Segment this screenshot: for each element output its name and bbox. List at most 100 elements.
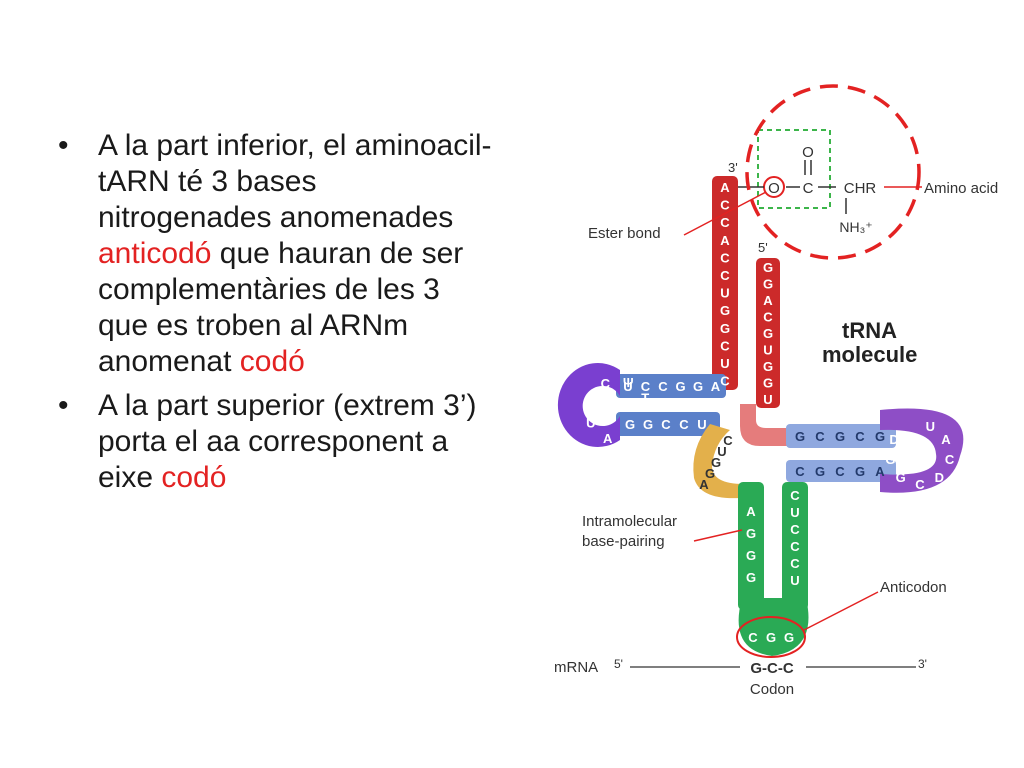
base-acloop-1: G	[766, 630, 776, 645]
base-darmbottom-4: U	[697, 417, 706, 432]
base-acarmright-2: C	[790, 522, 800, 537]
base-dloop-4: Ψ	[623, 375, 634, 390]
base-dloop-1: U	[586, 416, 595, 431]
chr-label: CHR	[844, 180, 877, 197]
bullet-mark: •	[58, 389, 69, 422]
base-tarmtop-2: G	[835, 429, 845, 444]
trna-backbone	[557, 176, 964, 656]
base-pair-rungs	[637, 261, 885, 589]
base-acceptor3-4: C	[720, 250, 730, 265]
base-acceptor5-6: G	[763, 359, 773, 374]
base-acarmright-3: C	[790, 539, 800, 554]
prime5-mrna-label: 5'	[614, 657, 623, 671]
base-darmtop-3: G	[675, 379, 685, 394]
base-dloop-3: C	[601, 376, 611, 391]
base-tarmbottom-2: C	[835, 464, 845, 479]
base-acceptor5-5: U	[763, 343, 772, 358]
bullet-mark: •	[58, 129, 69, 162]
bullet-text: A la part superior (extrem 3’) porta el …	[98, 389, 477, 494]
amino-acid-label: Amino acid	[924, 180, 998, 197]
base-darmtop-2: C	[658, 379, 668, 394]
base-acceptor5-7: G	[763, 376, 773, 391]
nh3-label: NH₃⁺	[839, 219, 872, 235]
oxygen-bond-label: O	[768, 180, 780, 197]
base-acceptor3-8: G	[720, 321, 730, 336]
base-acceptor3-6: U	[720, 286, 729, 301]
variable-loop-shape	[693, 424, 744, 499]
acceptor-5prime-strand	[756, 258, 780, 408]
base-darmbottom-3: C	[679, 417, 689, 432]
base-acceptor3-3: A	[720, 233, 730, 248]
t-arm-top-strand	[786, 424, 896, 448]
anticodon-loop-shape	[738, 598, 809, 656]
base-acarmleft-3: G	[746, 570, 756, 585]
base-darmtop-1: C	[641, 379, 651, 394]
base-tloop-4: C	[915, 477, 925, 492]
bullet-list: • A la part inferior, el aminoacil-tARN …	[58, 128, 498, 504]
bullet-item-1: • A la part inferior, el aminoacil-tARN …	[58, 128, 498, 380]
anticodon-label: Anticodon	[880, 579, 947, 596]
base-darmbottom-1: G	[643, 417, 653, 432]
amino-acid-chemistry: O C O CHR NH₃⁺	[738, 129, 877, 235]
bullet-text: que hauran de ser complementàries de les…	[98, 237, 464, 378]
dashed-box	[757, 129, 831, 209]
highlight-codo: codó	[161, 461, 227, 494]
base-acceptor3-7: G	[720, 303, 730, 318]
base-acceptor5-1: G	[763, 277, 773, 292]
base-acceptor3-11: C	[720, 374, 730, 389]
base-acceptor5-0: G	[763, 260, 773, 275]
highlight-anticodo: anticodó	[98, 237, 212, 270]
base-acceptor5-4: G	[763, 326, 773, 341]
base-darmbottom-0: G	[625, 417, 635, 432]
base-tloop-7: D	[889, 432, 898, 447]
base-acceptor5-2: A	[763, 293, 773, 308]
intramolecular-label-1: Intramolecular	[582, 513, 677, 530]
acceptor-3prime-strand	[712, 176, 738, 390]
base-tarmbottom-1: G	[815, 464, 825, 479]
oxygen-top-label: O	[802, 144, 814, 161]
base-tloop-1: A	[941, 432, 951, 447]
carbon-label: C	[803, 180, 814, 197]
base-variable-2: G	[711, 455, 721, 470]
base-dloop-2: U	[585, 393, 594, 408]
base-variable-3: G	[705, 466, 715, 481]
base-variable-4: A	[699, 477, 709, 492]
base-darmtop-0: U	[623, 379, 632, 394]
base-variable-1: U	[717, 444, 726, 459]
base-darmbottom-2: C	[661, 417, 671, 432]
d-arm-bottom-strand	[616, 412, 720, 436]
base-acceptor3-9: C	[720, 338, 730, 353]
base-darmtop-4: G	[693, 379, 703, 394]
base-variable-0: C	[723, 433, 733, 448]
prime5-top-label: 5'	[758, 240, 768, 255]
d-arm-top-strand	[616, 374, 726, 398]
t-arm-bottom-strand	[786, 460, 896, 482]
codon-sequence: G-C-C	[750, 660, 793, 677]
t-loop-shape	[880, 408, 964, 493]
base-acloop-0: C	[748, 630, 758, 645]
base-acarmright-1: U	[790, 505, 799, 520]
base-tloop-6: G	[885, 452, 895, 467]
base-acceptor3-2: C	[720, 215, 730, 230]
anticodon-ellipse	[736, 616, 806, 658]
base-acceptor5-8: U	[763, 392, 772, 407]
base-dloop-5: T	[641, 390, 649, 405]
prime3-mrna-label: 3'	[918, 657, 927, 671]
base-acceptor3-1: C	[720, 198, 730, 213]
base-acceptor3-5: C	[720, 268, 730, 283]
intramolecular-label-2: base-pairing	[582, 533, 665, 550]
d-loop-shape	[557, 362, 620, 447]
base-tloop-5: G	[896, 470, 906, 485]
base-dloop-0: A	[603, 431, 613, 446]
base-acarmright-4: C	[790, 556, 800, 571]
base-tarmtop-1: C	[815, 429, 825, 444]
base-tarmtop-0: G	[795, 429, 805, 444]
anticodon-arm-right-strand	[782, 482, 808, 610]
base-tarmbottom-3: G	[855, 464, 865, 479]
base-tarmtop-3: C	[855, 429, 865, 444]
anticodon-arm-left-strand	[738, 482, 764, 610]
ester-bond-label: Ester bond	[588, 225, 661, 242]
base-tarmbottom-4: A	[875, 464, 885, 479]
